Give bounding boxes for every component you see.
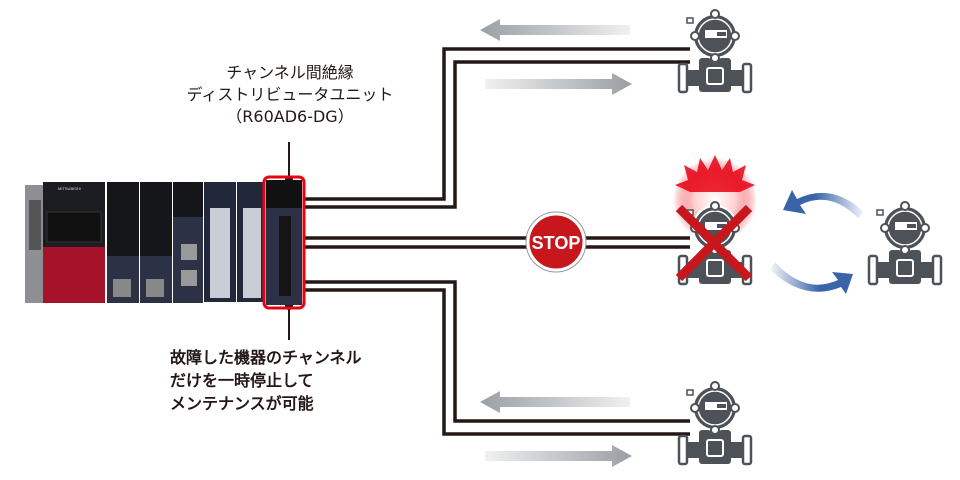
- signal-arrow-icon: [480, 391, 630, 413]
- maintenance-label-line-1: 故障した機器のチャンネル: [170, 348, 362, 367]
- transmitter-icon: [677, 380, 753, 466]
- module-label-line-1: チャンネル間絶縁: [226, 63, 354, 82]
- signal-arrow-icon: [485, 73, 632, 95]
- module-label-line-3: （R60AD6-DG）: [226, 107, 354, 126]
- signal-arrow-icon: [485, 445, 632, 467]
- wires: [305, 47, 690, 436]
- wire-channel-3a: [305, 280, 690, 423]
- module-label: チャンネル間絶縁 ディストリビュータユニット （R60AD6-DG）: [150, 62, 430, 128]
- alert-burst-icon: [675, 155, 755, 192]
- wire-channel-1a: [305, 47, 690, 201]
- swap-arrows-icon: [770, 190, 864, 294]
- signal-arrow-icon: [480, 19, 630, 41]
- wire-channel-3b: [305, 288, 690, 436]
- module-highlight: [262, 175, 306, 310]
- svg-text:MITSUBISHI: MITSUBISHI: [58, 186, 81, 191]
- replacement-transmitter-icon: [867, 200, 943, 286]
- plc-rack-image: MITSUBISHI: [25, 180, 302, 305]
- maintenance-label-line-3: メンテナンスが可能: [170, 394, 314, 413]
- maintenance-label: 故障した機器のチャンネル だけを一時停止して メンテナンスが可能: [170, 346, 410, 415]
- stop-sign: STOP: [525, 211, 587, 273]
- module-label-line-2: ディストリビュータユニット: [186, 85, 394, 104]
- cross-icon: [675, 204, 753, 282]
- wire-channel-1b: [305, 60, 690, 209]
- transmitter-icon: [677, 8, 753, 94]
- maintenance-label-line-2: だけを一時停止して: [170, 371, 314, 390]
- stop-text: STOP: [532, 233, 581, 253]
